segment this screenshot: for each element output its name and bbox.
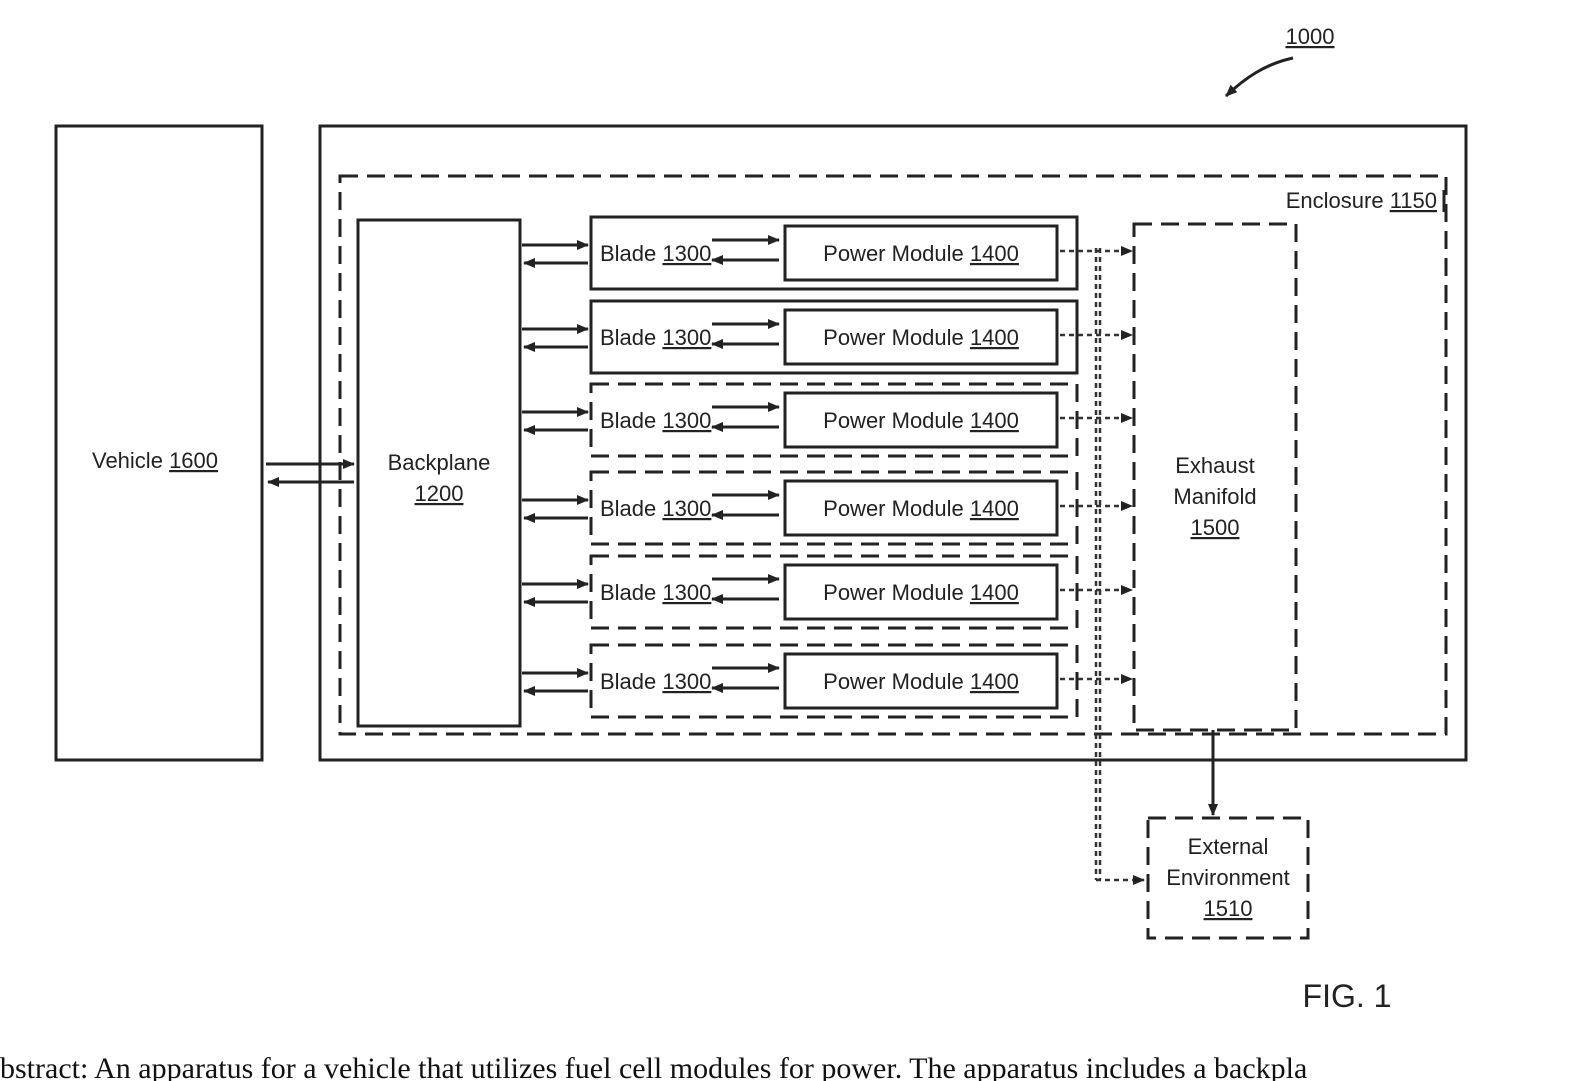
exhaust-label-line2: Manifold: [1173, 484, 1256, 509]
blade-row: Blade 1300 Power Module 1400: [522, 384, 1132, 456]
enclosure-label: Enclosure 1150: [1286, 188, 1437, 213]
blade-row: Blade 1300 Power Module 1400: [522, 472, 1132, 544]
exhaust-label-line1: Exhaust: [1175, 453, 1255, 478]
vehicle-label: Vehicle 1600: [92, 448, 218, 473]
blade-label: Blade 1300: [600, 669, 711, 694]
blade-label: Blade 1300: [600, 241, 711, 266]
blade-row: Blade 1300 Power Module 1400: [522, 301, 1132, 373]
blade-row: Blade 1300 Power Module 1400: [522, 556, 1132, 628]
vehicle-block: [56, 126, 262, 760]
external-label-line1: External: [1188, 834, 1269, 859]
power-module-label: Power Module 1400: [823, 408, 1019, 433]
exhaust-ref: 1500: [1191, 515, 1240, 540]
abstract-fragment: bstract: An apparatus for a vehicle that…: [0, 1052, 1307, 1081]
blade-label: Blade 1300: [600, 580, 711, 605]
system-ref-label: 1000: [1286, 24, 1335, 49]
figure-label: FIG. 1: [1303, 978, 1392, 1014]
blade-row: Blade 1300 Power Module 1400: [522, 645, 1132, 717]
blade-rows: Blade 1300Power Module 1400Blade 1300Pow…: [522, 217, 1132, 717]
backplane-label: Backplane: [388, 450, 491, 475]
backplane-ref: 1200: [415, 481, 464, 506]
power-module-label: Power Module 1400: [823, 325, 1019, 350]
external-label-line2: Environment: [1166, 865, 1290, 890]
power-module-label: Power Module 1400: [823, 496, 1019, 521]
power-module-label: Power Module 1400: [823, 580, 1019, 605]
external-ref: 1510: [1204, 896, 1253, 921]
blade-label: Blade 1300: [600, 325, 711, 350]
system-ref-arrow: [1226, 58, 1293, 96]
power-module-label: Power Module 1400: [823, 241, 1019, 266]
blade-label: Blade 1300: [600, 496, 711, 521]
power-module-label: Power Module 1400: [823, 669, 1019, 694]
blade-label: Blade 1300: [600, 408, 711, 433]
blade-row: Blade 1300 Power Module 1400: [522, 217, 1132, 289]
